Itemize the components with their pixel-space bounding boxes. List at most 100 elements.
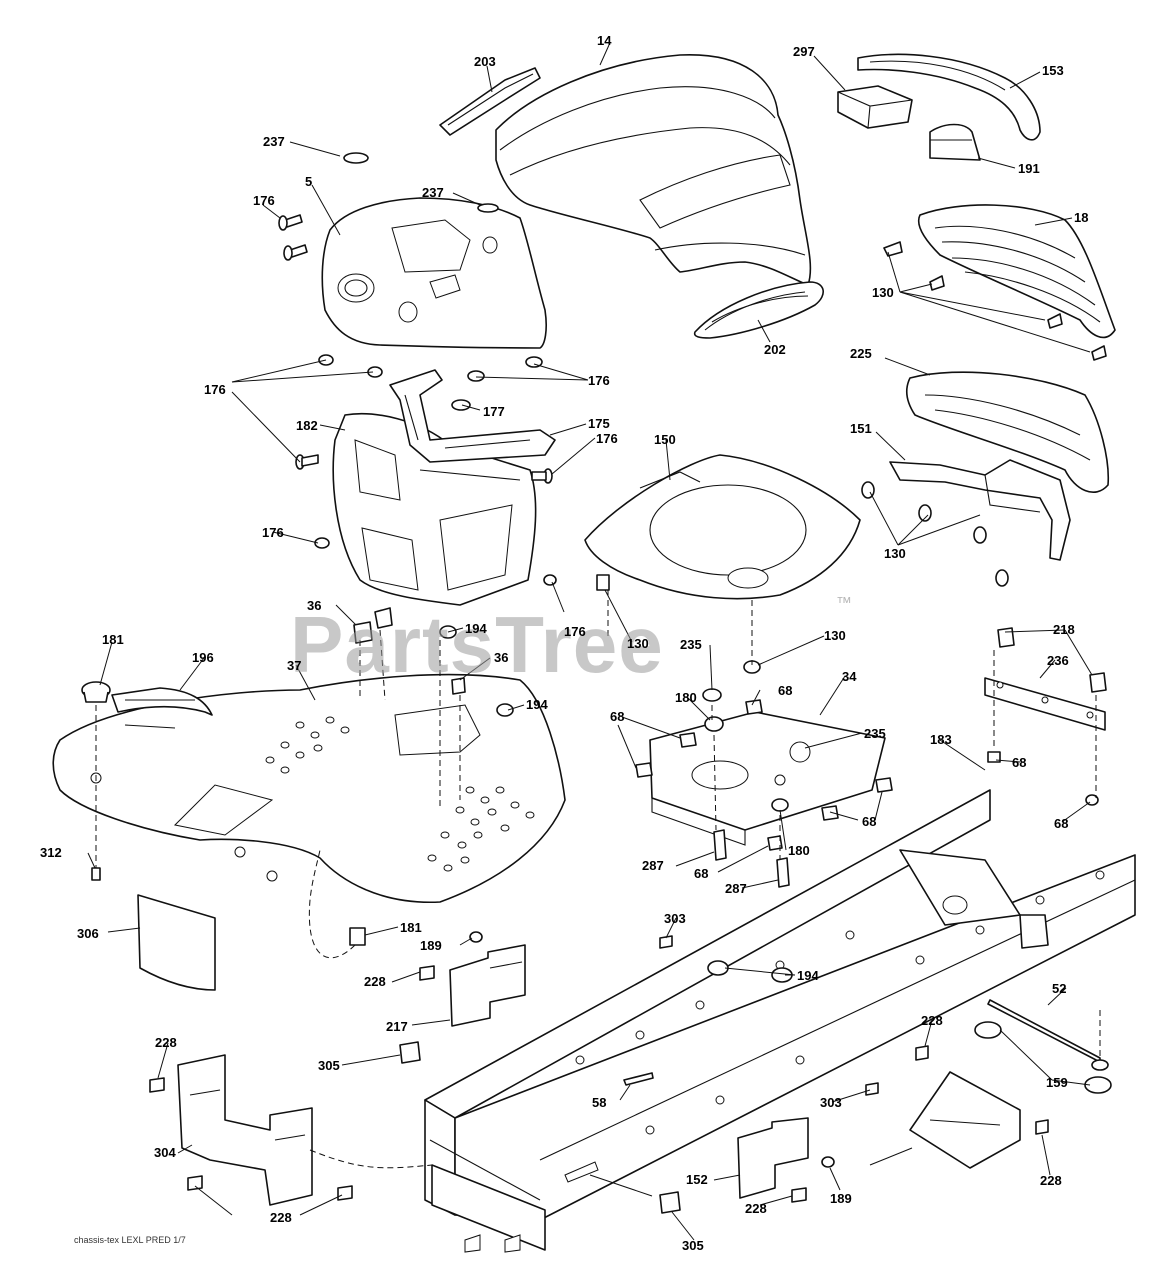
fastener-213 [997,627,1015,648]
fastener-194 [496,703,514,717]
fastener-176 [283,244,308,261]
callout-228: 303 [820,1095,842,1110]
part-151-bumper-bracket [889,459,1071,561]
fastener-130 [1047,313,1063,329]
callout-287: 312 [40,845,62,860]
part-150-mounting-plate [584,454,861,600]
fastener-189 [419,965,435,981]
fastener-68 [745,699,763,715]
callout-130: 130 [872,285,894,300]
callout-189: 228 [155,1035,177,1050]
callout-189: 228 [364,974,386,989]
callout-18: 18 [1074,210,1088,225]
fastener-213 [1089,672,1107,693]
fastener-130 [596,574,610,591]
callout-68: 68 [1012,755,1026,770]
part-304-bracket [737,1117,809,1199]
fastener-189 [149,1077,165,1093]
callout-176: 176 [262,525,284,540]
fastener-68 [821,805,839,821]
callout-189: 228 [270,1210,292,1225]
part-225-front-bumper [905,371,1110,494]
fastener-68 [875,777,893,793]
fastener-183 [713,829,727,861]
callout-130: 130 [627,636,649,651]
callout-225: 225 [850,346,872,361]
fastener-176 [525,356,543,368]
part-217-rod [987,999,1109,1071]
fastener-189 [187,1175,203,1191]
part-181-cup-holder [81,681,111,703]
part-202-hood-trim [693,281,824,339]
callout-176: 176 [204,382,226,397]
fastener-183 [776,857,790,888]
leader-lines [87,44,1093,1241]
callout-297: 297 [793,44,815,59]
callout-36: 36 [494,650,508,665]
callout-236: 180 [788,843,810,858]
callout-196: 196 [192,650,214,665]
fastener-236 [771,798,789,812]
fastener-130 [995,569,1009,587]
part-14-hood [495,54,812,286]
part-237-plug [343,152,499,213]
callout-218: 236 [1047,653,1069,668]
part-58-hitch-bracket [177,1054,313,1206]
callout-labels: 14 203 297 153 237 191 5 176 237 18 130 … [40,33,1088,1253]
fastener-68 [635,762,653,778]
fastener-228 [659,935,673,949]
callout-181: 181 [102,632,124,647]
part-18-grille [918,204,1116,339]
callout-176: 176 [588,373,610,388]
callout-68: 68 [694,866,708,881]
part-303-bracket [449,944,526,1027]
fastener-36 [451,677,466,695]
callout-68: 68 [778,683,792,698]
callout-235: 235 [680,637,702,652]
fastener-130 [918,504,932,522]
fastener-130 [973,526,987,544]
callout-237: 237 [422,185,444,200]
callout-183: 287 [642,858,664,873]
fastener-287 [91,867,101,881]
fasteners [91,214,1107,1214]
callout-237: 237 [263,134,285,149]
callout-5: 5 [305,174,312,189]
fastener-36 [374,607,393,629]
callout-312: 306 [77,926,99,941]
fastener-36 [353,621,373,644]
fastener-68 [679,732,697,748]
part-34-mounting-plate [649,711,886,846]
callout-194: 194 [797,968,819,983]
fastener-159 [659,1191,681,1214]
callout-58: 304 [154,1145,176,1160]
fastener-189 [915,1045,929,1061]
callout-306: 189 [830,1191,852,1206]
callout-181: 181 [400,920,422,935]
part-175-dash-bracket [389,369,556,463]
part-153-grille-trim [857,53,1041,141]
part-5-dash-panel [321,197,547,349]
fender-vent-holes [265,716,535,872]
part-196-fender-cover [111,687,213,716]
callout-217: 52 [1052,981,1066,996]
callout-228: 303 [664,911,686,926]
fastener-306 [821,1156,835,1168]
callout-304: 152 [686,1172,708,1187]
callout-36: 36 [307,598,321,613]
callout-68: 68 [610,709,624,724]
callout-182: 182 [296,418,318,433]
callout-175: 175 [588,416,610,431]
fastener-189 [337,1185,353,1201]
callout-176: 176 [564,624,586,639]
callout-236: 180 [675,690,697,705]
fastener-130 [929,275,945,291]
part-191-bracket [929,123,981,161]
drawing-code: chassis-tex LEXL PRED 1/7 [74,1235,186,1245]
callout-202: 202 [764,342,786,357]
callout-153: 153 [1042,63,1064,78]
watermark-text: PartsTree [290,600,664,689]
fastener-176 [314,537,330,549]
callout-235: 235 [864,726,886,741]
part-182-dash-shroud [332,412,537,606]
